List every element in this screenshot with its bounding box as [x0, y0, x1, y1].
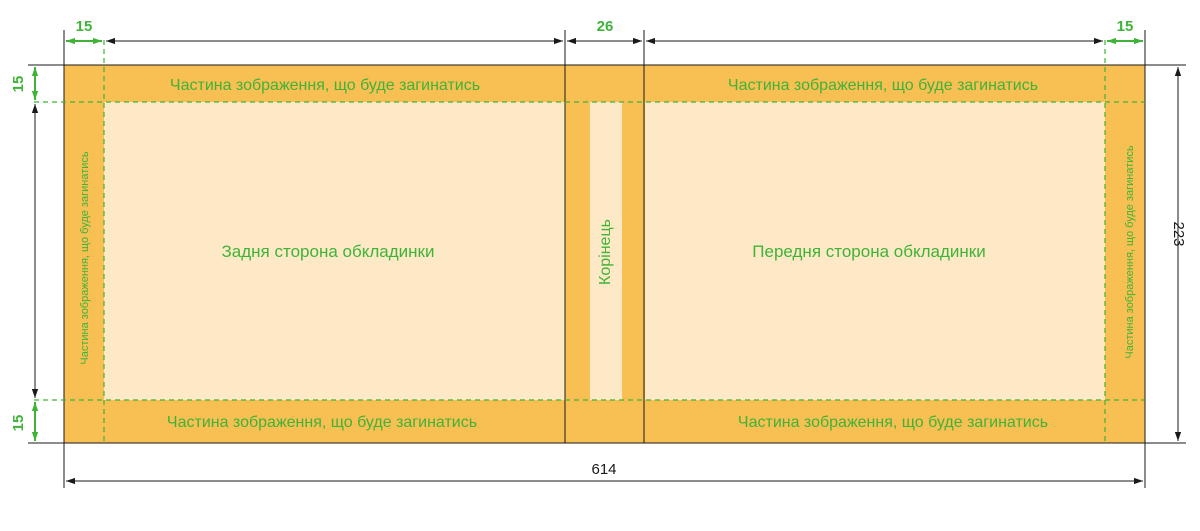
fold-label-right-side: Частина зображення, що буде загинатись: [1124, 145, 1136, 358]
spine-area: [590, 102, 622, 400]
top-dimension-lines: [63, 30, 1146, 65]
dim-label-fold-bottom: 15: [10, 415, 27, 432]
back-cover-area: [104, 102, 565, 400]
spine-label: Корінець: [597, 219, 614, 285]
fold-label-left-side: Частина зображення, що буде загинатись: [79, 151, 91, 364]
dim-label-fold-top: 15: [10, 76, 27, 93]
left-dimension-lines: [28, 64, 64, 444]
dim-label-fold-left: 15: [76, 18, 93, 35]
fold-label-bottom-right: Частина зображення, що буде загинатись: [738, 414, 1048, 431]
dim-label-height: 223: [1170, 221, 1187, 246]
dim-label-width: 614: [591, 461, 616, 478]
front-cover-label: Передня сторона обкладинки: [752, 242, 985, 261]
fold-label-top-right: Частина зображення, що буде загинатись: [728, 77, 1038, 94]
front-cover-area: [645, 102, 1105, 400]
cover-outline: [63, 64, 1146, 444]
fold-label-top-left: Частина зображення, що буде загинатись: [170, 77, 480, 94]
dim-label-fold-right: 15: [1117, 18, 1134, 35]
bottom-dimension-lines: [63, 443, 1146, 488]
right-dimension-lines: [1145, 64, 1186, 444]
fold-lines: [34, 40, 1145, 443]
back-cover-label: Задня сторона обкладинки: [222, 242, 435, 261]
dim-label-spine: 26: [597, 18, 614, 35]
fold-label-bottom-left: Частина зображення, що буде загинатись: [167, 414, 477, 431]
